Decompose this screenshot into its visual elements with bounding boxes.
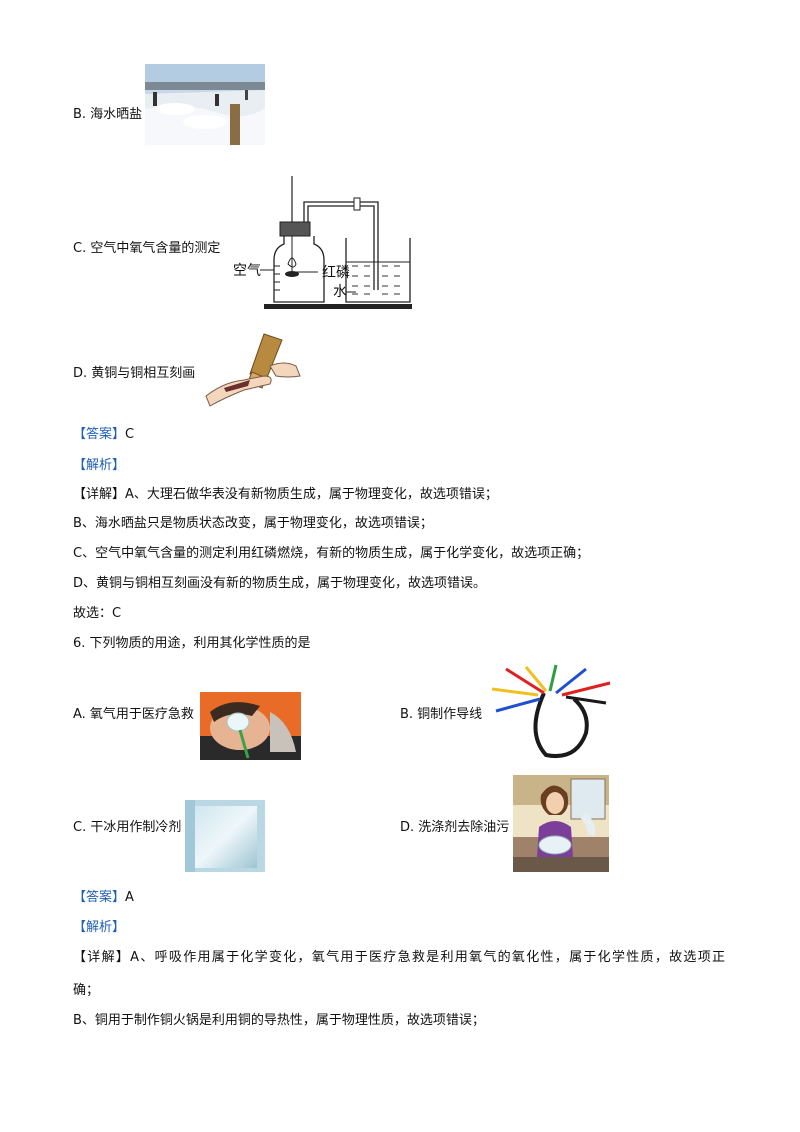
answer-value: C bbox=[125, 427, 135, 442]
analysis-tag: 【解析】 bbox=[73, 920, 126, 935]
oxygen-content-apparatus-diagram bbox=[228, 172, 416, 312]
label-water: 水 bbox=[333, 284, 347, 300]
dishwashing-woman-image bbox=[513, 775, 609, 872]
sea-salt-image bbox=[145, 64, 265, 145]
option-c-text: C. 空气中氧气含量的测定 bbox=[73, 241, 221, 256]
analysis-tag: 【解析】 bbox=[73, 458, 126, 473]
detail-tag: 【详解】 bbox=[73, 950, 131, 965]
detail-line-b: B、海水晒盐只是物质状态改变，属于物理变化，故选项错误； bbox=[73, 516, 433, 531]
detail-line-d: D、黄铜与铜相互刻画没有新的物质生成，属于物理变化，故选项错误。 bbox=[73, 576, 487, 591]
brass-copper-scratch-image bbox=[204, 332, 306, 408]
answer-tag: 【答案】 bbox=[73, 427, 126, 442]
q6-option-d-text: D. 洗涤剂去除油污 bbox=[400, 820, 510, 835]
label-red-phosphorus: 红磷 bbox=[322, 265, 350, 281]
detail-line-a: 【详解】A、大理石做华表没有新物质生成，属于物理变化，故选项错误； bbox=[73, 487, 498, 503]
conclusion-line: 故选：C bbox=[73, 606, 122, 621]
q6-detail-a-text: A、呼吸作用属于化学变化，氧气用于医疗急救是利用氧气的氧化性，属于化学性质，故选… bbox=[130, 950, 725, 965]
detail-a-text: A、大理石做华表没有新物质生成，属于物理变化，故选项错误； bbox=[125, 487, 498, 502]
q6-detail-line-a: 【详解】A、呼吸作用属于化学变化，氧气用于医疗急救是利用氧气的氧化性，属于化学性… bbox=[73, 950, 725, 966]
label-air: 空气 bbox=[233, 263, 261, 279]
answer-value: A bbox=[125, 890, 134, 905]
copper-wire-leads-image bbox=[486, 663, 616, 761]
q6-detail-line-b: B、铜用于制作铜火锅是利用铜的导热性，属于物理性质，故选项错误； bbox=[73, 1013, 485, 1028]
answer-line-q5: 【答案】C bbox=[73, 427, 134, 443]
answer-line-q6: 【答案】A bbox=[73, 890, 134, 906]
oxygen-mask-image bbox=[200, 692, 301, 760]
q6-detail-line-a-continued: 确； bbox=[73, 983, 100, 998]
question-6-text: 6. 下列物质的用途，利用其化学性质的是 bbox=[73, 636, 311, 651]
q6-option-a-text: A. 氧气用于医疗急救 bbox=[73, 707, 194, 722]
q6-option-b-text: B. 铜制作导线 bbox=[400, 707, 483, 722]
option-b-text: B. 海水晒盐 bbox=[73, 107, 143, 122]
detail-line-c: C、空气中氧气含量的测定利用红磷燃烧，有新的物质生成，属于化学变化，故选项正确； bbox=[73, 546, 590, 561]
q6-option-c-text: C. 干冰用作制冷剂 bbox=[73, 820, 182, 835]
dry-ice-image bbox=[185, 800, 265, 872]
answer-tag: 【答案】 bbox=[73, 890, 126, 905]
option-d-text: D. 黄铜与铜相互刻画 bbox=[73, 366, 196, 381]
detail-tag: 【详解】 bbox=[73, 487, 126, 502]
